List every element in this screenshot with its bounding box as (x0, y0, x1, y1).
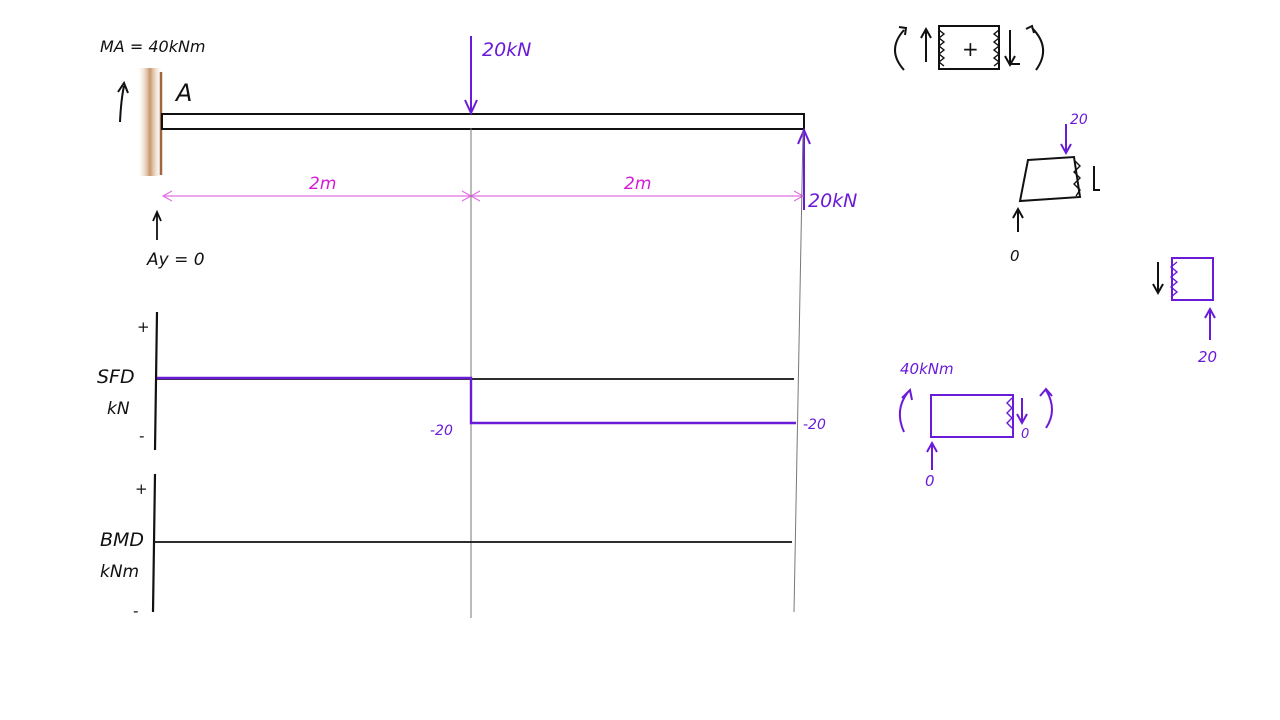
left-span-label: 2m (309, 174, 336, 194)
guide-line-end (793, 131, 804, 613)
sign-left-paren (894, 26, 908, 71)
bmd-minus: - (133, 602, 138, 620)
fbd1-zigzag (1073, 159, 1081, 197)
reaction-arrow (152, 209, 162, 240)
sign-right-arrow (1004, 30, 1020, 68)
dimension-group: 2m 2m (161, 174, 805, 202)
beam-group: A MA = 40kNm Ay = 0 (100, 37, 805, 270)
fbd-cut-2: 20 (1152, 257, 1217, 366)
fbd1-top-arrow (1060, 124, 1072, 156)
sfd-value-end: -20 (803, 417, 826, 433)
fbd2-bottom-force: 20 (1198, 348, 1217, 366)
sfd-minus: - (139, 427, 144, 445)
bmd-unit: kNm (100, 562, 139, 582)
fbd2-left-arrow (1152, 262, 1164, 296)
fixed-wall-support (137, 68, 163, 176)
fbd3-moment-label: 40kNm (900, 360, 954, 378)
sfd-group: + - SFD kN -20 -20 (97, 311, 826, 451)
support-label-a: A (174, 79, 192, 107)
sign-zigzag-left (937, 29, 946, 67)
bmd-group: + - BMD kNm (100, 473, 792, 620)
sign-zigzag-right (992, 29, 1001, 67)
fbd1-right-shear (1093, 166, 1100, 191)
end-load-arrow (797, 127, 811, 210)
fbd3-right-moment-arrow (1039, 387, 1053, 429)
fbd1-bottom-force: 0 (1010, 247, 1020, 265)
sfd-shear-curve (157, 376, 796, 425)
fbd2-zigzag (1169, 261, 1179, 298)
mid-load-arrow (464, 36, 478, 116)
fbd3-zigzag (1006, 397, 1013, 429)
fbd3-right-force: 0 (1021, 427, 1029, 442)
bmd-title: BMD (100, 529, 144, 551)
sfd-unit: kN (107, 399, 130, 419)
bmd-axis (151, 473, 157, 613)
fbd1-element (1018, 155, 1082, 203)
fixed-moment-label: MA = 40kNm (100, 37, 206, 56)
sfd-axis (153, 311, 159, 451)
moment-arrow (117, 80, 129, 123)
mid-load-label: 20kN (482, 39, 531, 61)
right-span-label: 2m (624, 174, 651, 194)
sfd-title: SFD (97, 366, 135, 388)
sign-convention-group: + (894, 24, 1044, 71)
fbd-cut-3: 40kNm 0 0 (898, 360, 1053, 490)
fbd3-right-down-arrow (1016, 398, 1028, 426)
reaction-label: Ay = 0 (146, 250, 205, 270)
sign-box-plus: + (962, 37, 979, 61)
fbd2-element (1171, 257, 1214, 301)
cantilever-beam (161, 113, 805, 130)
end-load-label: 20kN (808, 190, 857, 212)
fbd2-bottom-arrow (1204, 306, 1216, 340)
sfd-value-mid: -20 (430, 423, 453, 439)
fbd3-element (930, 394, 1014, 438)
fbd3-bottom-force: 0 (925, 472, 935, 490)
fbd3-bottom-arrow (926, 440, 938, 470)
sfd-plus: + (137, 318, 150, 336)
fbd1-bottom-arrow (1012, 206, 1024, 232)
fbd1-top-force: 20 (1070, 112, 1088, 128)
sign-right-paren (1025, 24, 1044, 71)
sign-left-arrow (920, 26, 932, 62)
sign-element-box (938, 25, 1000, 70)
fbd3-left-moment-arrow (898, 387, 913, 433)
bmd-plus: + (135, 480, 148, 498)
fbd-cut-1: 20 0 (1010, 112, 1100, 265)
loads-group: 20kN 20kN (464, 36, 857, 212)
